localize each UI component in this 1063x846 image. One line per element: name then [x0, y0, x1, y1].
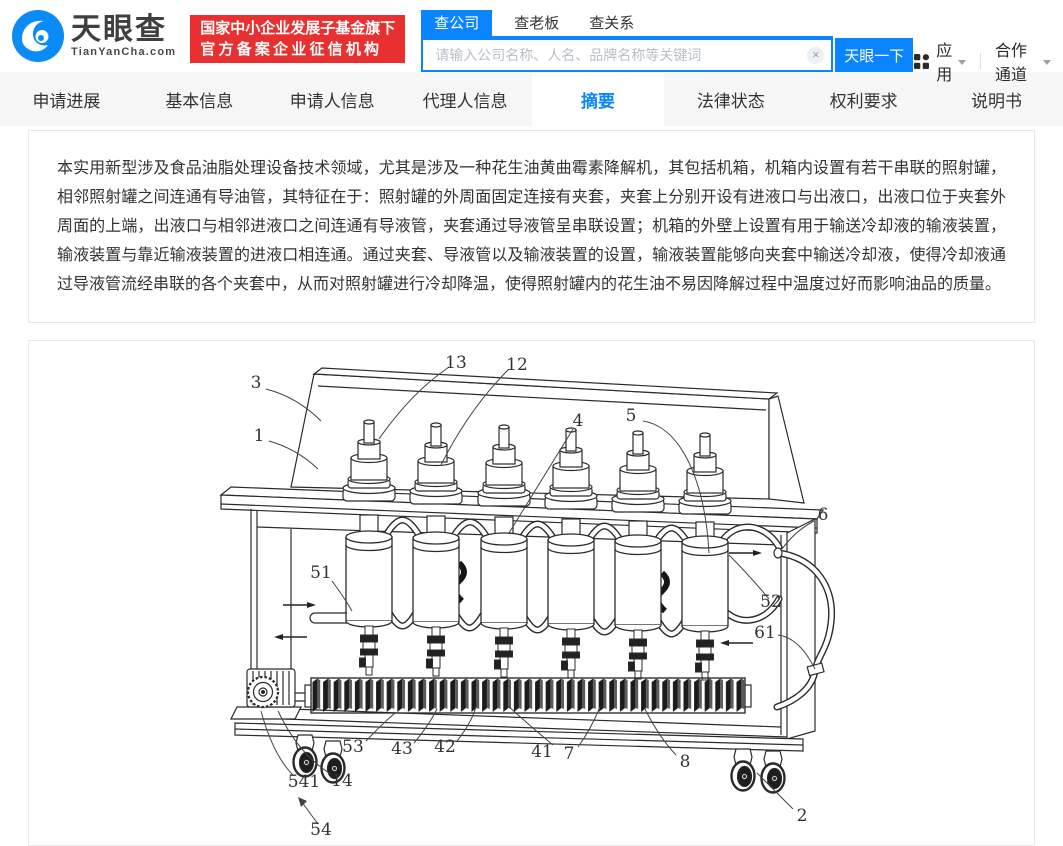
figure-label-54: 54 [310, 820, 332, 840]
tab-legal-status[interactable]: 法律状态 [696, 91, 765, 111]
brand-name: 天眼查 [71, 13, 167, 46]
figure-label-13: 13 [445, 353, 467, 373]
figure-label-3: 3 [251, 373, 262, 393]
caret-down-icon [1043, 59, 1051, 65]
figure-label-14: 14 [331, 771, 353, 791]
search-tabs: 查公司 查老板 查关系 [421, 10, 834, 38]
figure-label-2: 2 [797, 806, 808, 826]
search-button[interactable]: 天眼一下 [835, 38, 914, 72]
divider [980, 53, 981, 69]
logo-text: 天眼查 TianYanCha.com [71, 13, 177, 59]
figure-label-541: 541 [288, 772, 320, 792]
tab-description[interactable]: 说明书 [971, 91, 1023, 111]
search-tab-relation[interactable]: 查关系 [589, 15, 635, 32]
header-right-menu: 应用 合作通道 [913, 37, 1051, 85]
figure-label-53: 53 [342, 737, 364, 757]
figure-label-52: 52 [760, 592, 782, 612]
figure-label-5: 5 [626, 406, 637, 426]
search-input[interactable] [421, 38, 834, 72]
apps-menu[interactable]: 应用 [913, 37, 967, 85]
search-area: 查公司 查老板 查关系 × 天眼一下 [421, 10, 914, 72]
figure-label-41: 41 [531, 742, 553, 762]
figure-label-43: 43 [391, 739, 413, 759]
tab-applicant-info[interactable]: 申请人信息 [289, 91, 375, 111]
search-tab-company[interactable]: 查公司 [421, 10, 493, 36]
apps-grid-icon [913, 53, 930, 70]
figure-label-12: 12 [506, 355, 528, 375]
certification-badge: 国家中小企业发展子基金旗下 官方备案企业征信机构 [190, 15, 406, 63]
tianyancha-logo-icon [12, 10, 64, 62]
tab-abstract[interactable]: 摘要 [531, 72, 665, 126]
clear-input-icon[interactable]: × [807, 47, 825, 64]
figure-label-1: 1 [254, 426, 265, 446]
tab-agent-info[interactable]: 代理人信息 [422, 91, 508, 111]
figure-label-42: 42 [434, 737, 456, 757]
leader-lines [260, 366, 816, 825]
figure-label-4: 4 [573, 411, 584, 431]
figure-label-61: 61 [754, 623, 776, 643]
partner-menu[interactable]: 合作通道 [995, 37, 1051, 85]
search-tab-boss[interactable]: 查老板 [514, 15, 560, 32]
figure-label-8: 8 [680, 752, 691, 772]
figure-labels: 3 1 13 12 4 5 6 51 52 61 53 43 42 41 7 8… [251, 353, 829, 840]
figure-card: 3 1 13 12 4 5 6 51 52 61 53 43 42 41 7 8… [28, 340, 1035, 846]
abstract-card: 本实用新型涉及食品油脂处理设备技术领域，尤其是涉及一种花生油黄曲霉素降解机，其包… [28, 130, 1035, 323]
figure-label-7: 7 [564, 744, 575, 764]
patent-figure: 3 1 13 12 4 5 6 51 52 61 53 43 42 41 7 8… [219, 353, 836, 840]
figure-label-51: 51 [310, 563, 332, 583]
tab-basic-info[interactable]: 基本信息 [165, 91, 234, 111]
tab-application-progress[interactable]: 申请进展 [32, 91, 101, 111]
badge-line1: 国家中小企业发展子基金旗下 [200, 20, 396, 37]
arrowhead-54 [298, 797, 307, 807]
abstract-text: 本实用新型涉及食品油脂处理设备技术领域，尤其是涉及一种花生油黄曲霉素降解机，其包… [57, 160, 1006, 293]
machine-drawing [219, 367, 836, 794]
figure-label-6: 6 [818, 505, 829, 525]
badge-line2: 官方备案企业征信机构 [200, 41, 383, 58]
patent-section-tabs: 申请进展 基本信息 申请人信息 代理人信息 摘要 法律状态 权利要求 说明书 [0, 72, 1063, 126]
top-header: 天眼查 TianYanCha.com 国家中小企业发展子基金旗下 官方备案企业征… [0, 0, 1063, 84]
tab-claims[interactable]: 权利要求 [829, 91, 898, 111]
caret-down-icon [958, 59, 967, 65]
partner-label: 合作通道 [995, 43, 1028, 84]
apps-label: 应用 [936, 43, 953, 84]
brand-domain: TianYanCha.com [71, 46, 177, 58]
tianyancha-logo[interactable]: 天眼查 TianYanCha.com [12, 10, 176, 62]
